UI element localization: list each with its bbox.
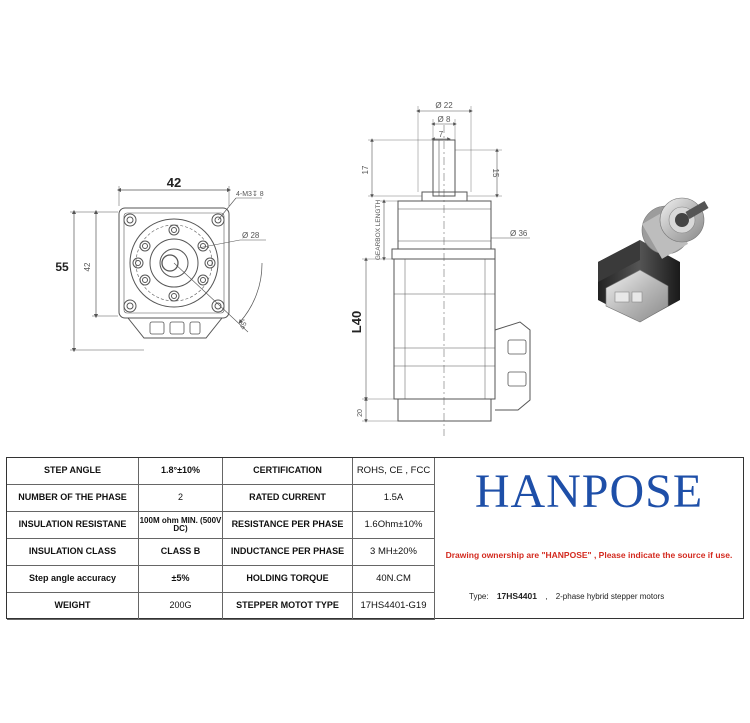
circle-dia-callout: Ø 28 (242, 231, 260, 240)
spec-label: HOLDING TORQUE (223, 566, 353, 593)
gearbox-dia: Ø 36 (510, 229, 528, 238)
technical-drawings: 42 55 42 4-M3 ↧ 8 Ø 28 45° (55, 101, 709, 436)
front-view (70, 186, 266, 353)
spec-value: ±5% (139, 566, 223, 593)
shaft-boss-circle (159, 248, 189, 278)
connector-length-dim: 20 (357, 409, 364, 417)
spec-value: 2 (139, 485, 223, 512)
brand-logo-text: HANPOSE (474, 465, 704, 518)
hole-callout: 4-M3 (236, 191, 252, 198)
motor-body (393, 258, 496, 400)
table-row: INSULATION RESISTANE 100M ohm MIN. (500V… (7, 512, 435, 539)
gearbox-flange (391, 248, 496, 260)
spec-value: 200G (139, 593, 223, 620)
front-flange (118, 207, 230, 319)
spec-table: STEP ANGLE 1.8°±10% CERTIFICATION ROHS, … (6, 457, 744, 620)
brand-panel: HANPOSE Drawing ownership are "HANPOSE" … (435, 458, 743, 618)
spec-value: CLASS B (139, 539, 223, 566)
table-row: Step angle accuracy ±5% HOLDING TORQUE 4… (7, 566, 435, 593)
gearbox-body (397, 200, 492, 250)
spec-value: 17HS4401-G19 (353, 593, 435, 620)
side-connector (494, 321, 531, 411)
spec-label: Step angle accuracy (7, 566, 139, 593)
spec-value: ROHS, CE , FCC (353, 458, 435, 485)
type-label: Type: (469, 592, 489, 601)
spec-label: WEIGHT (7, 593, 139, 620)
ownership-notice: Drawing ownership are "HANPOSE" , Please… (445, 550, 733, 560)
spec-label: STEP ANGLE (7, 458, 139, 485)
front-height-dim: 55 (55, 260, 69, 274)
spec-value: 40N.CM (353, 566, 435, 593)
type-value: 17HS4401 (496, 591, 537, 601)
spec-label: RESISTANCE PER PHASE (223, 512, 353, 539)
spec-label: STEPPER MOTOT TYPE (223, 593, 353, 620)
spec-value: 3 MH±20% (353, 539, 435, 566)
type-separator: , (545, 592, 548, 601)
spec-label: INSULATION RESISTANE (7, 512, 139, 539)
spec-label: CERTIFICATION (223, 458, 353, 485)
shaft-dia: Ø 8 (438, 115, 451, 124)
spec-label: INDUCTANCE PER PHASE (223, 539, 353, 566)
angle-callout: 45° (238, 318, 249, 331)
front-width-dim: 42 (167, 175, 181, 190)
hub-circle (149, 238, 199, 288)
flat-width: 7 (439, 130, 444, 139)
type-description: 2-phase hybrid stepper motors (555, 592, 665, 601)
spec-label: NUMBER OF THE PHASE (7, 485, 139, 512)
flat-length: 15 (491, 169, 500, 178)
table-row: STEP ANGLE 1.8°±10% CERTIFICATION ROHS, … (7, 458, 435, 485)
gearbox-screws (132, 224, 216, 302)
rear-cap (397, 398, 492, 422)
shaft-length: 17 (361, 165, 370, 174)
type-line: Type: 17HS4401 , 2-phase hybrid stepper … (469, 591, 670, 601)
gearbox-length-label: GEARBOX LENGTH (375, 200, 382, 261)
table-row: INSULATION CLASS CLASS B INDUCTANCE PER … (7, 539, 435, 566)
corner-holes (123, 213, 225, 313)
spec-value: 1.6Ohm±10% (353, 512, 435, 539)
front-connector (127, 317, 223, 339)
table-row: NUMBER OF THE PHASE 2 RATED CURRENT 1.5A (7, 485, 435, 512)
spec-value: 1.5A (353, 485, 435, 512)
motor-length-dim: L40 (349, 311, 364, 333)
gearbox-outline-circle (129, 218, 219, 308)
front-inner-height-dim: 42 (83, 262, 92, 271)
spec-value: 1.8°±10% (139, 458, 223, 485)
spec-value: 100M ohm MIN. (500V DC) (139, 512, 223, 539)
spec-label: RATED CURRENT (223, 485, 353, 512)
table-row: WEIGHT 200G STEPPER MOTOT TYPE 17HS4401-… (7, 593, 435, 620)
hole-depth: ↧ 8 (252, 190, 264, 198)
shaft-circle (161, 254, 179, 272)
front-flange-inner (123, 212, 225, 314)
product-photo (598, 197, 709, 323)
shaft-outer-dia: Ø 22 (435, 101, 453, 110)
spec-label: INSULATION CLASS (7, 539, 139, 566)
side-view (362, 106, 531, 436)
